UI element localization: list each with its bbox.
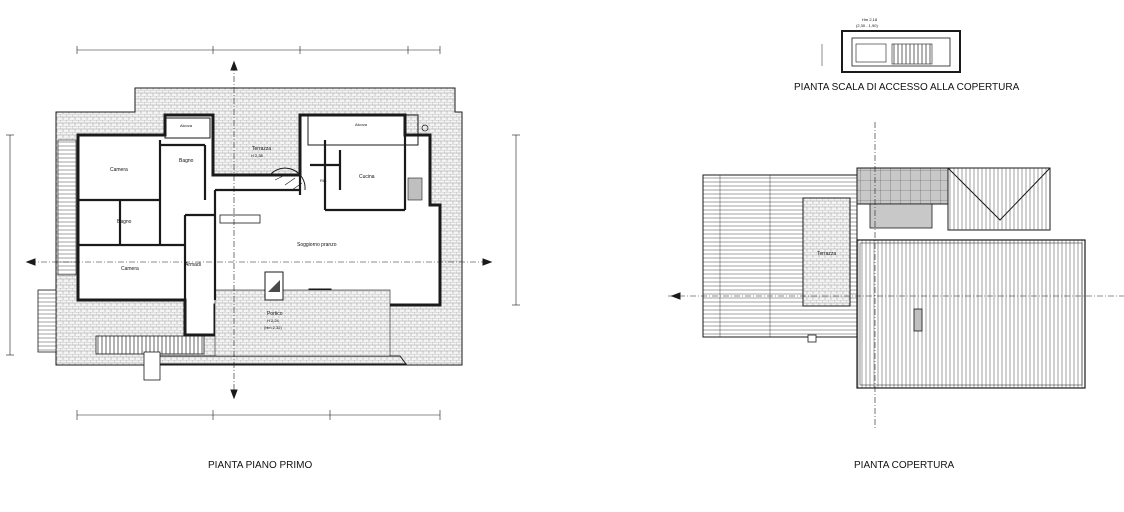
room-label-bagno-2: Bagno — [117, 219, 132, 225]
living-room-bar — [219, 214, 261, 224]
roof-axes — [668, 122, 1124, 428]
room-label-cucina: Cucina — [359, 174, 375, 180]
alcova-right-box — [307, 114, 419, 146]
room-label-soggiorno: Soggiorno pranzo — [297, 242, 337, 248]
section-markers — [25, 60, 493, 400]
room-label-terrazza: Terrazza — [252, 146, 272, 152]
room-label-alcova-left: Alcova — [180, 123, 193, 128]
roof-main-block — [856, 239, 1086, 389]
room-label-portico: Portico — [267, 311, 283, 317]
section-axes — [30, 65, 488, 395]
room-label-armadi: Armadi — [185, 262, 201, 268]
stair-access-range: (2,30 - 1,90) — [856, 23, 878, 28]
caption-roof: PIANTA COPERTURA — [854, 460, 955, 471]
portico-floor — [214, 289, 391, 357]
room-label-portico-h1: H 2,24 — [267, 318, 279, 323]
top-dimension-lines — [76, 46, 441, 54]
left-stair — [37, 289, 57, 353]
roof-gray-grid — [856, 167, 949, 205]
roof-terrace — [802, 197, 851, 307]
room-label-alcova-right: Alcova — [355, 122, 368, 127]
room-label-camera-top: Camera — [110, 167, 128, 173]
alcova-left-box — [164, 117, 211, 139]
side-dimension-lines — [6, 134, 520, 356]
caption-stair-access: PIANTA SCALA DI ACCESSO ALLA COPERTURA — [794, 82, 1020, 93]
bottom-dimension-lines — [76, 410, 441, 420]
room-label-camera-bottom: Camera — [121, 266, 139, 272]
left-wall-stair — [57, 139, 77, 276]
bottom-stair — [95, 335, 205, 355]
roof-skylight — [913, 308, 923, 332]
room-label-portico-h2: (Hm 2,32) — [264, 325, 282, 330]
room-label-rip: Rip. — [320, 178, 328, 183]
first-floor-plan — [6, 46, 520, 420]
room-label-bagno-1: Bagno — [179, 158, 194, 164]
roof-terrazza-label: Terrazza — [817, 251, 837, 257]
kitchen-gray-block — [407, 177, 423, 201]
bottom-step-block — [143, 351, 161, 381]
caption-first-floor: PIANTA PIANO PRIMO — [208, 460, 313, 471]
roof-right-hip — [947, 167, 1051, 231]
stair-access-plan — [821, 30, 961, 73]
stair-access-height: Hm 2,18 — [862, 17, 878, 22]
spiral-stair — [269, 167, 306, 191]
roof-plan — [668, 122, 1124, 428]
room-label-terrazza-height: H 2,38 — [251, 153, 263, 158]
roof-vent — [807, 334, 817, 343]
house-outline — [76, 113, 442, 337]
stair-access-steps — [891, 43, 933, 65]
interior-walls — [78, 135, 407, 300]
